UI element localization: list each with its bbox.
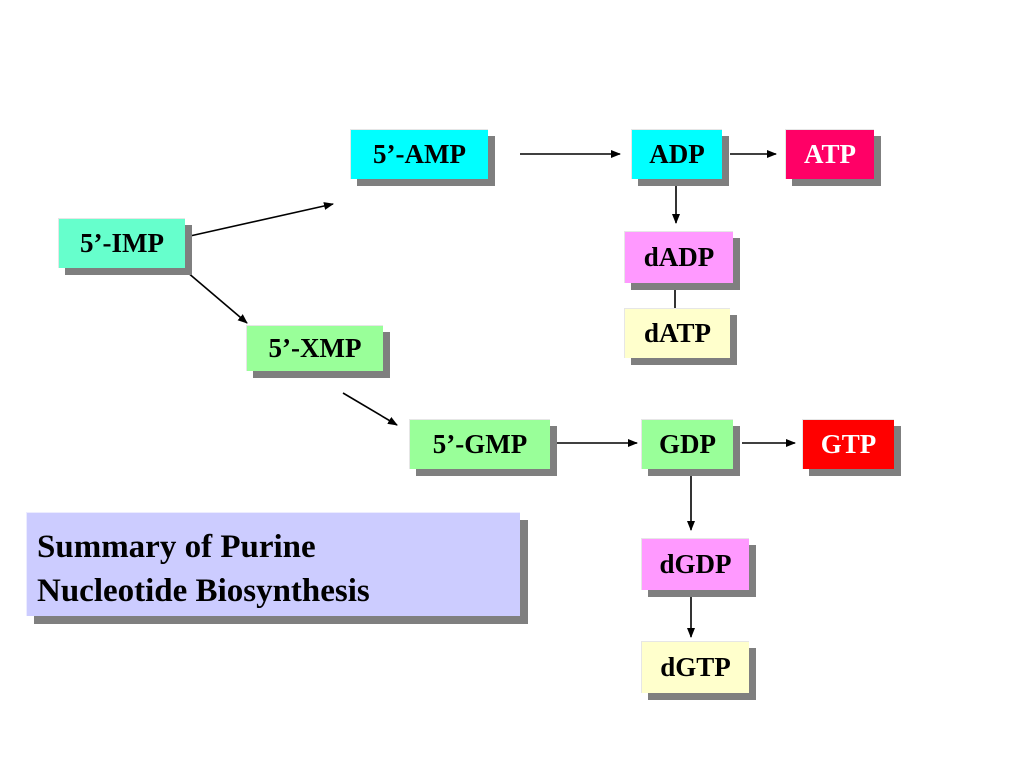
- node-gdp: GDP: [641, 419, 733, 469]
- node-gtp: GTP: [802, 419, 894, 469]
- node-adp: ADP: [631, 129, 722, 179]
- summary-title-line-2: Nucleotide Biosynthesis: [37, 573, 370, 609]
- node-5-amp: 5’-AMP: [350, 129, 488, 179]
- arrow-imp-to-xmp: [179, 265, 248, 324]
- arrow-xmp-to-gmp: [342, 392, 398, 426]
- node-atp: ATP: [785, 129, 874, 179]
- summary-title-box: Summary of Purine Nucleotide Biosynthesi…: [26, 512, 520, 616]
- node-5-xmp: 5’-XMP: [246, 325, 383, 371]
- node-dgdp: dGDP: [641, 538, 749, 590]
- node-datp: dATP: [624, 308, 730, 358]
- arrow-imp-to-amp: [189, 202, 334, 237]
- summary-title-line-1: Summary of Purine: [37, 529, 316, 565]
- node-dadp: dADP: [624, 231, 733, 283]
- node-5-imp: 5’-IMP: [58, 218, 185, 268]
- node-dgtp: dGTP: [641, 641, 749, 693]
- node-5-gmp: 5’-GMP: [409, 419, 550, 469]
